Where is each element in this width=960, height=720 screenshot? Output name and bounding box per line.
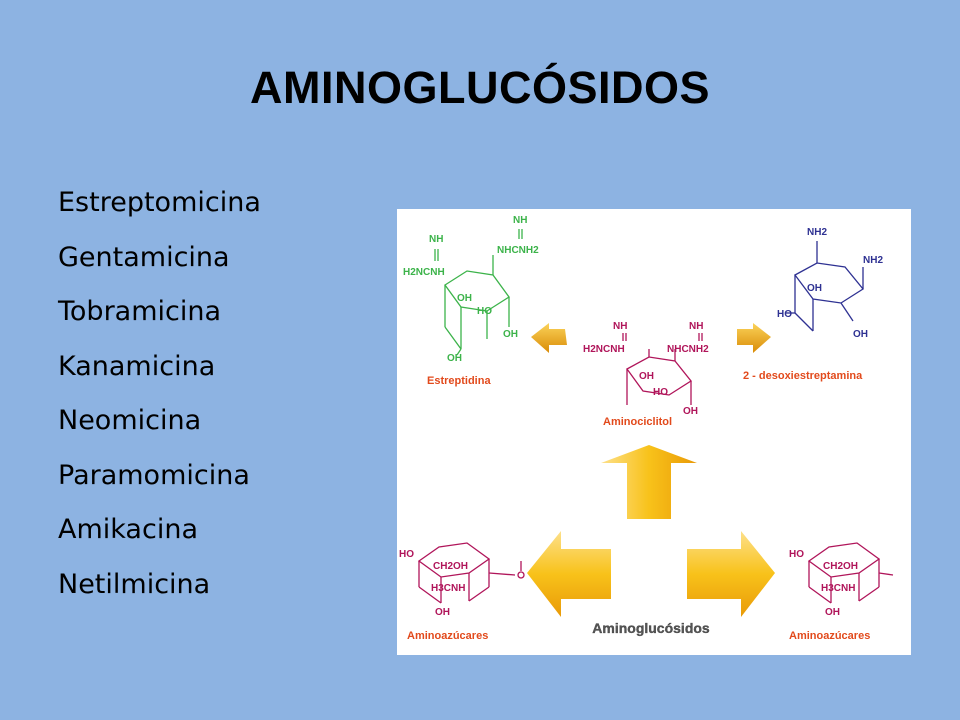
aminoazucares-right-atom: H3CNH — [821, 583, 855, 594]
aminoazucares-left-atom: CH2OH — [433, 561, 468, 572]
drug-list: Estreptomicina Gentamicina Tobramicina K… — [58, 176, 261, 612]
drug-item: Amikacina — [58, 514, 198, 545]
aminociclitol-atom: NH — [613, 321, 627, 332]
aminociclitol-label: Aminociclitol — [603, 416, 672, 428]
aminoazucares-left-atom: H3CNH — [431, 583, 465, 594]
aminoazucares-left-atom: HO — [399, 549, 414, 560]
drug-item: Gentamicina — [58, 241, 230, 273]
aminoazucares-left-label: Aminoazúcares — [407, 630, 488, 642]
aminociclitol-atom: OH — [683, 406, 698, 417]
aminociclitol-atom: OH — [639, 371, 654, 382]
desoxiestreptamina-atom: OH — [853, 329, 868, 340]
estreptidina-atom: OH — [447, 353, 462, 364]
aminoazucares-right-label: Aminoazúcares — [789, 630, 870, 642]
drug-item: Paramomicina — [58, 459, 250, 491]
aminoazucares-right-atom: OH — [825, 607, 840, 618]
aminoazucares-left-atom: OH — [435, 607, 450, 618]
aminoazucares-right-atom: HO — [789, 549, 804, 560]
estreptidina-atom: NH — [429, 234, 443, 245]
desoxiestreptamina-structure — [785, 241, 864, 332]
slide-title: AMINOGLUCÓSIDOS — [249, 62, 710, 113]
estreptidina-atom: HO — [477, 306, 492, 317]
estreptidina-atom: OH — [457, 293, 472, 304]
estreptidina-label: Estreptidina — [427, 375, 491, 387]
estreptidina-atom: NHCNH2 — [497, 245, 539, 256]
estreptidina-atom: NH — [513, 215, 527, 226]
estreptidina-atom: H2NCNH — [403, 267, 445, 278]
estreptidina-structure — [434, 229, 523, 356]
aminociclitol-structure — [622, 333, 703, 405]
drug-item: Tobramicina — [58, 296, 222, 327]
desoxiestreptamina-atom: NH2 — [863, 255, 883, 266]
drug-item: Kanamicina — [58, 350, 216, 382]
desoxiestreptamina-atom: OH — [807, 283, 822, 294]
aminociclitol-atom: H2NCNH — [583, 344, 625, 355]
drug-item: Estreptomicina — [58, 187, 261, 218]
desoxiestreptamina-atom: NH2 — [807, 227, 827, 238]
desoxiestreptamina-label: 2 - desoxiestreptamina — [743, 370, 863, 382]
small-arrow-right — [737, 323, 771, 353]
drug-item: Netilmicina — [58, 568, 211, 600]
aminociclitol-atom: HO — [653, 387, 668, 398]
aminoazucares-left-structure — [417, 542, 525, 604]
aminoglycoside-diagram: NH H2NCNH NH NHCNH2 OH HO OH OH Estrepti… — [397, 209, 911, 655]
aminociclitol-atom: NH — [689, 321, 703, 332]
big-arrow-up — [601, 445, 697, 519]
estreptidina-atom: OH — [503, 329, 518, 340]
aminoazucares-right-structure — [807, 542, 894, 604]
big-arrow-left — [527, 531, 611, 617]
drug-item: Neomicina — [58, 405, 202, 436]
aminoazucares-right-atom: CH2OH — [823, 561, 858, 572]
desoxiestreptamina-atom: HO — [777, 309, 792, 320]
small-arrow-left — [531, 323, 567, 353]
aminociclitol-atom: NHCNH2 — [667, 344, 709, 355]
aminoglucosidos-label: Aminoglucósidos — [592, 620, 710, 636]
big-arrow-right — [687, 531, 775, 617]
